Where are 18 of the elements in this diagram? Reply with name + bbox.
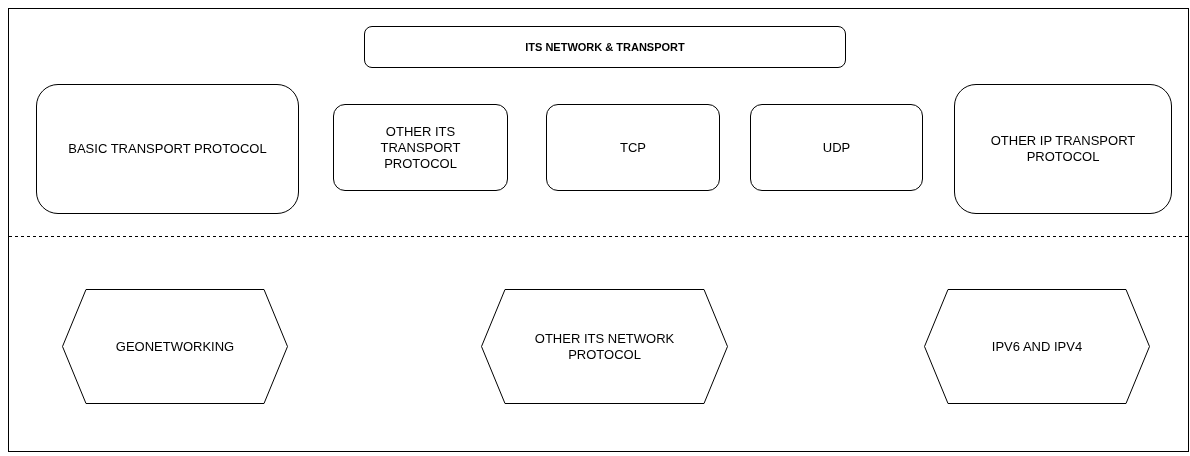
node-label: TCP [619,139,647,156]
protocol-box [36,84,299,214]
protocol-box [333,104,508,191]
node-label: UDP [821,139,852,156]
protocol-box [546,104,720,191]
node-label: BASIC TRANSPORT PROTOCOL [67,141,268,157]
node-label: ITS NETWORK & TRANSPORT [524,40,686,55]
protocol-hexagon [481,289,728,404]
node-label: GEONETWORKING [114,338,236,355]
protocol-hexagon [62,289,288,404]
node-label: IPV6 AND IPV4 [990,338,1084,355]
protocol-box [954,84,1172,214]
node-label: OTHER IP TRANSPORT PROTOCOL [989,133,1137,165]
node-label: OTHER ITS TRANSPORT PROTOCOL [379,123,462,172]
node-label: OTHER ITS NETWORK PROTOCOL [533,330,676,363]
protocol-hexagon [924,289,1150,404]
title-box [364,26,846,68]
protocol-box [750,104,923,191]
